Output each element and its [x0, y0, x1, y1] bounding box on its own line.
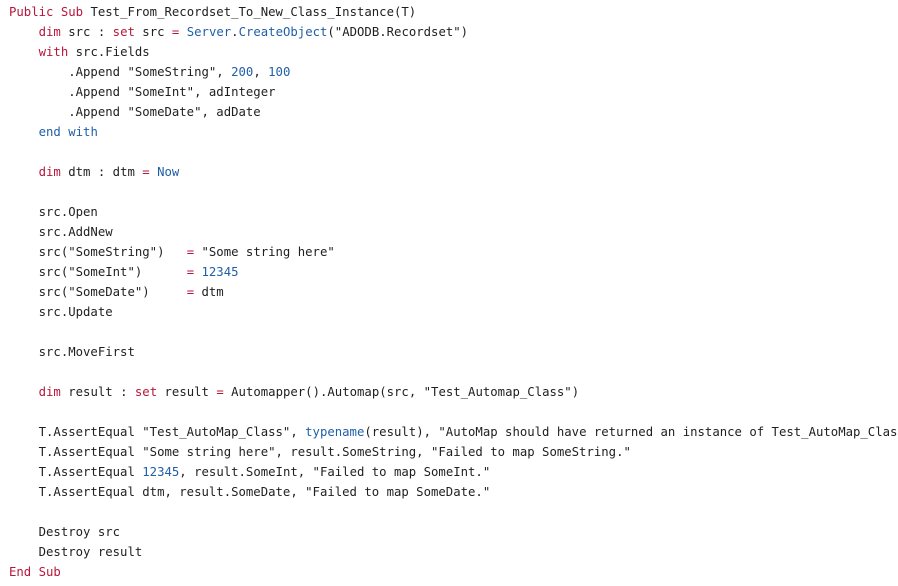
code-token-fn: Server [186, 25, 232, 39]
code-token-fn: end with [38, 125, 98, 139]
code-line[interactable]: src.AddNew [9, 222, 898, 242]
code-token-plain [9, 385, 39, 399]
code-token-plain: (result), "AutoMap should have returned … [364, 425, 898, 439]
code-token-num: 12345 [142, 465, 180, 479]
code-token-plain [194, 265, 201, 279]
code-line[interactable]: T.AssertEqual 12345, result.SomeInt, "Fa… [9, 462, 898, 482]
code-line[interactable]: with src.Fields [9, 42, 898, 62]
code-token-fn: CreateObject [238, 25, 328, 39]
code-token-kw: Public Sub [9, 5, 84, 19]
code-line[interactable] [9, 502, 898, 522]
code-token-plain: src.Open [9, 205, 98, 219]
code-token-fn: Now [157, 165, 180, 179]
code-token-kw: with [38, 45, 69, 59]
code-line[interactable]: End Sub [9, 562, 898, 582]
code-token-plain [9, 125, 39, 139]
code-token-num: 100 [268, 65, 291, 79]
code-token-plain: , result.SomeInt, "Failed to map SomeInt… [179, 465, 491, 479]
code-line[interactable]: Destroy src [9, 522, 898, 542]
code-token-kw: = [186, 245, 195, 259]
code-line[interactable]: .Append "SomeString", 200, 100 [9, 62, 898, 82]
code-token-plain: src("SomeDate") [9, 285, 187, 299]
code-token-plain: Destroy src [9, 525, 121, 539]
code-token-plain: src.AddNew [9, 225, 113, 239]
code-token-plain: src [134, 25, 172, 39]
code-line[interactable]: dim dtm : dtm = Now [9, 162, 898, 182]
code-line[interactable]: .Append "SomeDate", adDate [9, 102, 898, 122]
code-token-plain: Test_From_Recordset_To_New_Class_Instanc… [83, 5, 417, 19]
code-token-plain: src.Update [9, 305, 113, 319]
code-token-plain: result : [60, 385, 135, 399]
code-line[interactable] [9, 182, 898, 202]
code-token-kw: dim [38, 385, 61, 399]
code-token-num: 12345 [201, 265, 239, 279]
code-token-num: 200 [231, 65, 254, 79]
code-line[interactable]: src.Open [9, 202, 898, 222]
code-token-kw: dim [38, 25, 61, 39]
code-token-kw: = [142, 165, 150, 179]
code-token-kw: set [112, 25, 135, 39]
code-token-plain: src.Fields [68, 45, 150, 59]
code-token-kw: dim [38, 165, 61, 179]
code-line[interactable]: src("SomeDate") = dtm [9, 282, 898, 302]
code-line[interactable]: src("SomeInt") = 12345 [9, 262, 898, 282]
code-token-kw: = [186, 265, 195, 279]
code-token-plain: "Some string here" [194, 245, 335, 259]
code-line[interactable] [9, 362, 898, 382]
code-token-plain [9, 25, 39, 39]
code-token-fn: typename [305, 425, 365, 439]
code-line[interactable]: dim result : set result = Automapper().A… [9, 382, 898, 402]
code-token-kw: = [171, 25, 180, 39]
code-token-plain: dtm [194, 285, 224, 299]
code-token-plain: src("SomeString") [9, 245, 187, 259]
code-token-plain: .Append "SomeDate", adDate [9, 105, 261, 119]
code-token-plain [179, 25, 186, 39]
code-line[interactable]: src.MoveFirst [9, 342, 898, 362]
code-token-kw: = [216, 385, 224, 399]
code-token-plain [9, 165, 39, 179]
code-token-plain: src("SomeInt") [9, 265, 187, 279]
code-token-kw: End Sub [9, 565, 61, 579]
code-line[interactable]: T.AssertEqual "Test_AutoMap_Class", type… [9, 422, 898, 442]
code-line[interactable]: T.AssertEqual "Some string here", result… [9, 442, 898, 462]
code-line[interactable]: Public Sub Test_From_Recordset_To_New_Cl… [9, 2, 898, 22]
code-token-plain: Destroy result [9, 545, 143, 559]
code-line[interactable] [9, 402, 898, 422]
code-token-plain: T.AssertEqual "Test_AutoMap_Class", [9, 425, 306, 439]
code-body[interactable]: Public Sub Test_From_Recordset_To_New_Cl… [9, 2, 898, 582]
code-token-plain: .Append "SomeInt", adInteger [9, 85, 276, 99]
code-token-plain: T.AssertEqual [9, 465, 143, 479]
code-token-str: ("ADODB.Recordset") [327, 25, 469, 39]
code-token-plain: dtm : dtm [60, 165, 143, 179]
code-token-kw: = [186, 285, 195, 299]
code-token-plain: src.MoveFirst [9, 345, 135, 359]
code-token-plain: T.AssertEqual dtm, result.SomeDate, "Fai… [9, 485, 491, 499]
code-line[interactable]: Destroy result [9, 542, 898, 562]
code-token-plain: Automapper().Automap(src, "Test_Automap_… [223, 385, 580, 399]
code-line[interactable]: src.Update [9, 302, 898, 322]
code-line[interactable]: dim src : set src = Server.CreateObject(… [9, 22, 898, 42]
code-line[interactable] [9, 322, 898, 342]
code-line[interactable]: .Append "SomeInt", adInteger [9, 82, 898, 102]
code-line[interactable]: src("SomeString") = "Some string here" [9, 242, 898, 262]
code-token-plain: result [157, 385, 217, 399]
code-token-plain [9, 45, 39, 59]
code-token-plain: src : [60, 25, 113, 39]
code-token-plain: . [231, 25, 239, 39]
code-token-plain: T.AssertEqual "Some string here", result… [9, 445, 631, 459]
code-line[interactable]: T.AssertEqual dtm, result.SomeDate, "Fai… [9, 482, 898, 502]
code-token-kw: set [134, 385, 158, 399]
code-token-plain: , [253, 65, 269, 79]
code-token-plain [150, 165, 157, 179]
code-token-plain: .Append "SomeString", [9, 65, 232, 79]
code-line[interactable]: end with [9, 122, 898, 142]
code-line[interactable] [9, 142, 898, 162]
